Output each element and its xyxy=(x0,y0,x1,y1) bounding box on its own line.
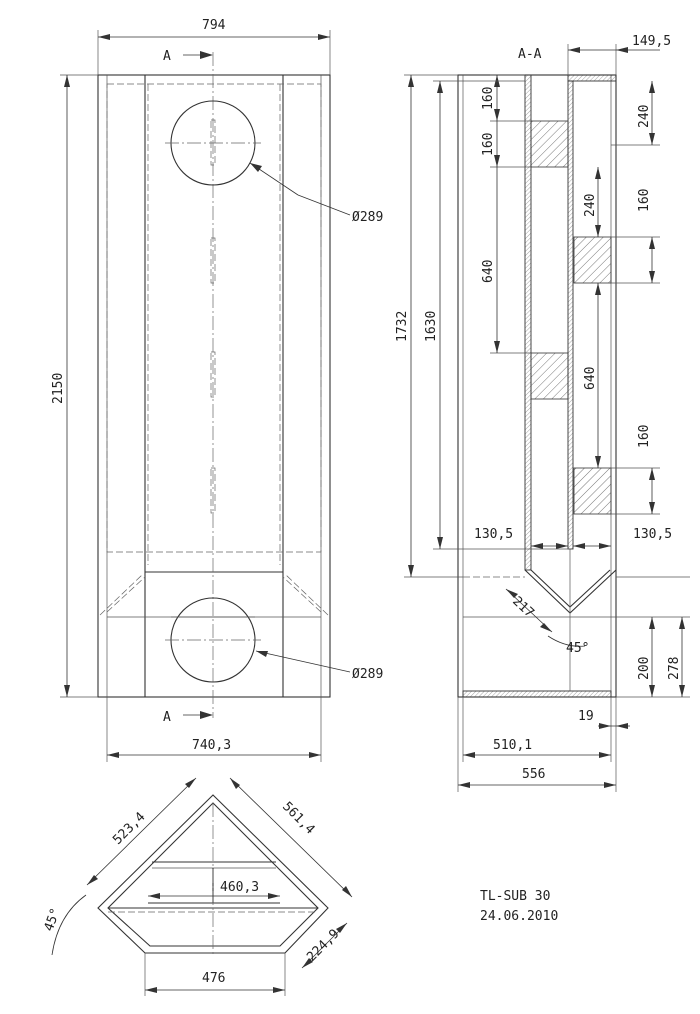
top-inner-outline xyxy=(107,802,319,947)
section-dim-160-right: 160 xyxy=(637,189,652,212)
section-dim-130-5-right: 130,5 xyxy=(633,527,672,542)
section-dim-640-left: 640 xyxy=(481,260,496,283)
section-dim-278: 278 xyxy=(667,657,682,680)
front-section-mark-top: A xyxy=(163,49,171,64)
section-left-wall xyxy=(524,74,532,571)
section-top-panel xyxy=(567,74,617,82)
section-dim-160-a: 160 xyxy=(481,87,496,110)
title-block: TL-SUB 30 24.06.2010 xyxy=(480,889,558,924)
front-dim-width-bottom: 740,3 xyxy=(192,738,231,753)
front-hole-bottom-label: Ø289 xyxy=(352,667,383,682)
section-center-divider xyxy=(567,80,574,550)
section-brace-3 xyxy=(573,236,612,284)
section-brace-2 xyxy=(530,352,569,400)
section-view: A-A 149,5 xyxy=(395,34,690,792)
front-hole-top-label: Ø289 xyxy=(352,210,383,225)
front-dim-width-top: 794 xyxy=(202,18,226,33)
section-dim-556: 556 xyxy=(522,767,545,782)
top-dim-224-9: 224,9 xyxy=(304,927,342,965)
front-dim-height: 2150 xyxy=(51,373,66,404)
section-dim-510-1: 510,1 xyxy=(493,738,532,753)
section-dim-160-lower: 160 xyxy=(637,425,652,448)
top-view: 523,4 561,4 460,3 45° 224,9 476 xyxy=(42,777,353,996)
top-dim-523-4: 523,4 xyxy=(110,809,148,847)
section-title: A-A xyxy=(518,47,542,62)
front-hidden-chamber xyxy=(106,83,322,553)
section-angle-45: 45° xyxy=(566,641,589,656)
section-dim-130-5-left: 130,5 xyxy=(474,527,513,542)
section-dim-1732: 1732 xyxy=(395,311,410,342)
title-name: TL-SUB 30 xyxy=(480,889,550,904)
top-angle-45: 45° xyxy=(42,906,64,933)
section-dim-149-5: 149,5 xyxy=(632,34,671,49)
section-dim-1630: 1630 xyxy=(424,311,439,342)
section-brace-4 xyxy=(573,467,612,515)
section-dim-640-right: 640 xyxy=(583,367,598,390)
top-dim-476: 476 xyxy=(202,971,225,986)
section-brace-1 xyxy=(530,120,569,168)
title-date: 24.06.2010 xyxy=(480,909,558,924)
front-section-mark-bottom: A xyxy=(163,710,171,725)
front-outline xyxy=(97,74,331,698)
top-outer-outline xyxy=(97,794,329,954)
section-bottom-panel xyxy=(462,690,612,698)
section-dim-240-right: 240 xyxy=(637,105,652,128)
top-dim-460-3: 460,3 xyxy=(220,880,259,895)
section-dim-160-b: 160 xyxy=(481,133,496,156)
section-dim-19: 19 xyxy=(578,709,594,724)
front-view: A A 794 2150 Ø289 Ø289 740,3 xyxy=(51,18,383,762)
section-dim-200: 200 xyxy=(637,657,652,680)
section-dim-240-inner: 240 xyxy=(583,194,598,217)
